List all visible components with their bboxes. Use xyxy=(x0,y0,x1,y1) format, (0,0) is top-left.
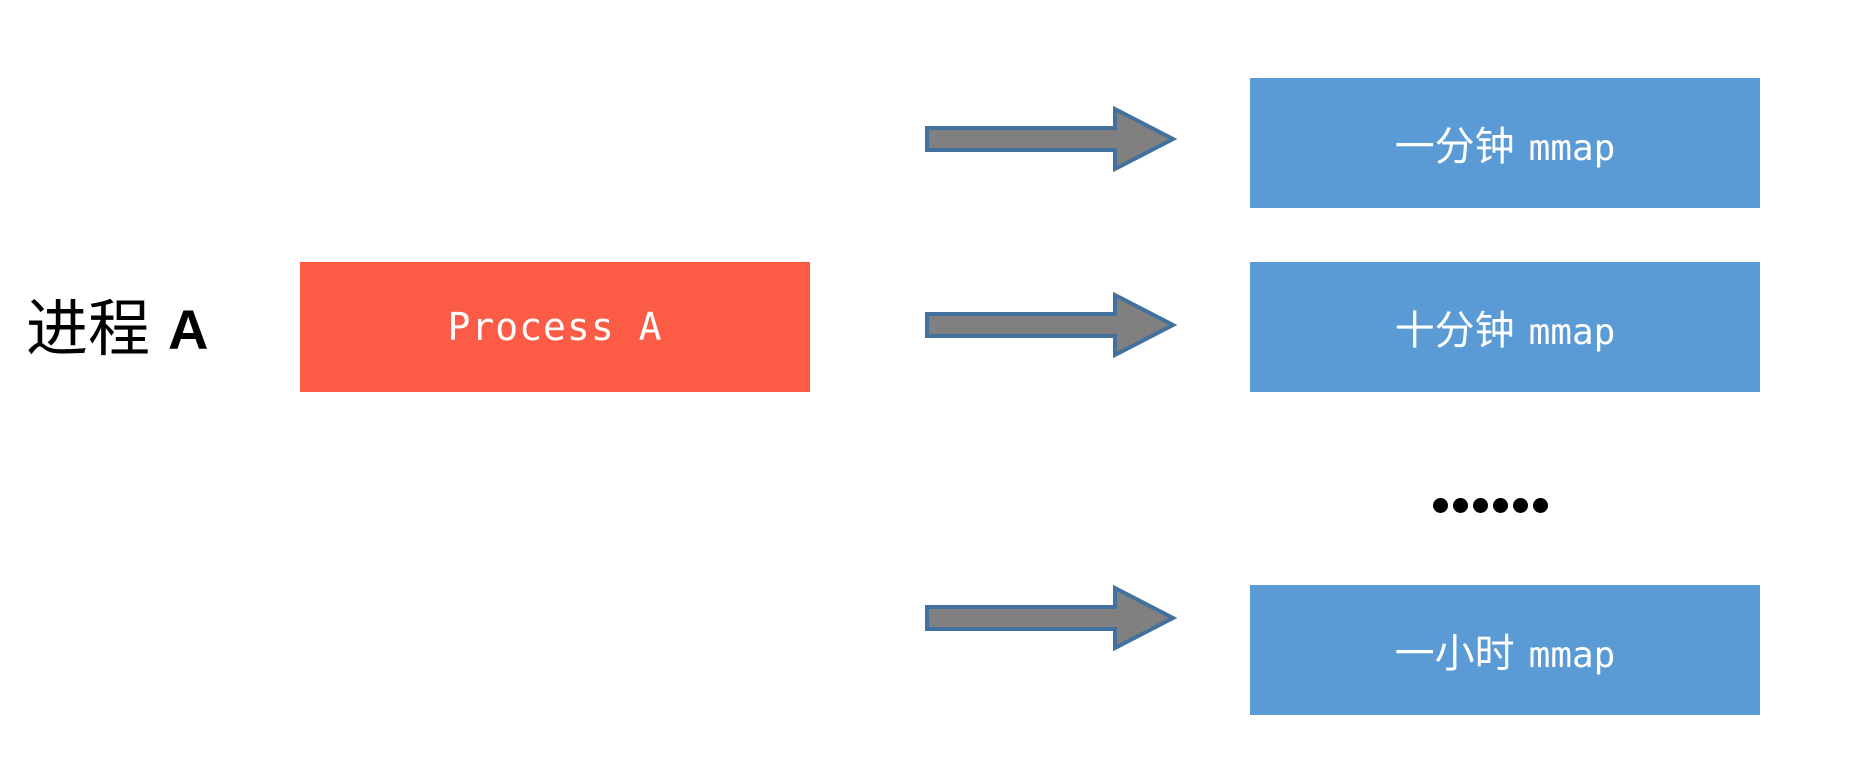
arrow-to-one-minute xyxy=(925,105,1178,173)
arrow-to-one-hour xyxy=(925,584,1178,652)
mmap-box-one-minute-cjk: 一分钟 xyxy=(1394,124,1515,169)
ellipsis-indicator xyxy=(1420,482,1560,528)
process-a-box-label: Process A xyxy=(447,305,663,349)
mmap-box-one-hour[interactable]: 一小时 mmap xyxy=(1250,585,1760,715)
process-label-latin: A xyxy=(168,298,209,361)
mmap-box-one-hour-cjk: 一小时 xyxy=(1394,631,1515,676)
ellipsis-dot xyxy=(1452,497,1468,513)
ellipsis-dot xyxy=(1472,497,1488,513)
ellipsis-dot xyxy=(1512,497,1528,513)
ellipsis-dot xyxy=(1432,497,1448,513)
process-label: 进程 A xyxy=(26,288,226,372)
ellipsis-dot xyxy=(1492,497,1508,513)
arrow-to-ten-minutes xyxy=(925,291,1178,359)
mmap-box-ten-minutes-label: 十分钟 mmap xyxy=(1395,298,1616,356)
mmap-box-one-minute-label: 一分钟 mmap xyxy=(1395,114,1616,172)
process-label-cjk: 进程 xyxy=(26,296,151,364)
mmap-box-one-hour-label: 一小时 mmap xyxy=(1395,621,1616,679)
ellipsis-dot xyxy=(1532,497,1548,513)
mmap-box-ten-minutes[interactable]: 十分钟 mmap xyxy=(1250,262,1760,392)
mmap-box-one-hour-mono: mmap xyxy=(1528,635,1616,676)
mmap-box-ten-minutes-mono: mmap xyxy=(1528,312,1616,353)
process-a-box[interactable]: Process A xyxy=(300,262,810,392)
mmap-box-one-minute-mono: mmap xyxy=(1528,128,1616,169)
mmap-box-one-minute[interactable]: 一分钟 mmap xyxy=(1250,78,1760,208)
mmap-box-ten-minutes-cjk: 十分钟 xyxy=(1394,308,1515,353)
